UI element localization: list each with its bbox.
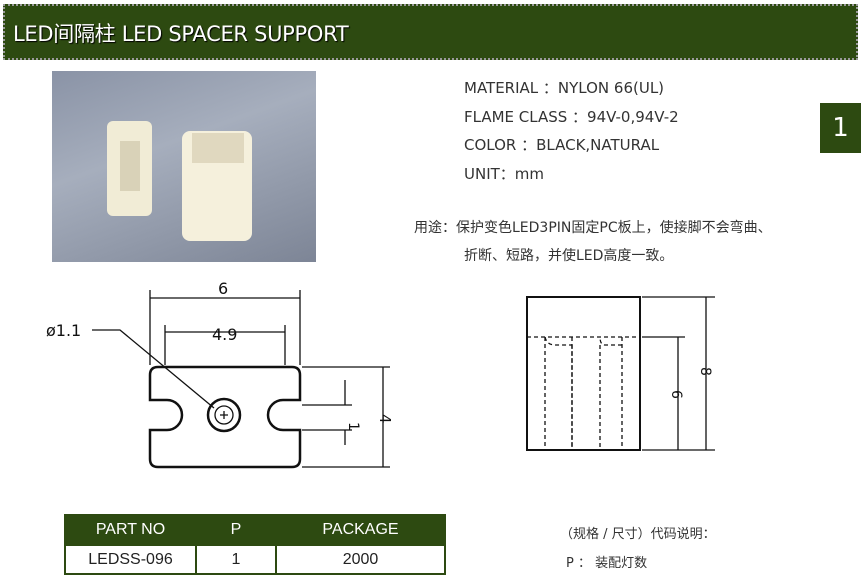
front-drawing: 6 4.9 ø1.1 1 4	[46, 280, 394, 469]
dim-slot: 1	[345, 422, 361, 431]
page-title: LED间隔柱 LED SPACER SUPPORT	[13, 22, 349, 46]
dim-inner-height: 6	[668, 390, 684, 399]
dim-total-height: 8	[697, 367, 713, 376]
code-note-title: （规格 / 尺寸）代码说明：	[560, 527, 716, 542]
dim-width: 6	[218, 280, 228, 298]
cell-part-no: LEDSS-096	[64, 545, 197, 575]
col-package: PACKAGE	[275, 514, 446, 546]
dim-inner-width: 4.9	[212, 325, 237, 344]
usage-text: 用途：保护变色LED3PIN固定PC板上，使接脚不会弯曲、 折断、短路，并使LE…	[414, 214, 772, 270]
cell-p: 1	[195, 545, 277, 575]
page-badge: 1	[820, 103, 861, 153]
spec-unit: UNIT：mm	[464, 164, 545, 183]
side-drawing: 6 8	[526, 296, 715, 451]
spec-list: MATERIAL ：NYLON 66(UL) FLAME CLASS ：94V-…	[464, 74, 679, 188]
title-banner: LED间隔柱 LED SPACER SUPPORT	[3, 4, 858, 60]
cell-package: 2000	[275, 545, 446, 575]
spec-color: COLOR ：BLACK,NATURAL	[464, 136, 660, 154]
dim-height: 4	[376, 414, 394, 424]
dim-hole: ø1.1	[46, 321, 81, 340]
code-note-p: P ： 装配灯数	[566, 556, 648, 571]
col-part-no: PART NO	[64, 514, 197, 546]
usage-line1: 保护变色LED3PIN固定PC板上，使接脚不会弯曲、	[456, 220, 772, 236]
col-p: P	[195, 514, 277, 546]
spec-material: MATERIAL ：NYLON 66(UL)	[464, 79, 665, 97]
spec-flame-class: FLAME CLASS ：94V-0,94V-2	[464, 107, 679, 126]
usage-line2: 折断、短路，并使LED高度一致。	[464, 248, 674, 264]
product-photo	[52, 71, 316, 262]
usage-label: 用途：	[414, 220, 456, 236]
